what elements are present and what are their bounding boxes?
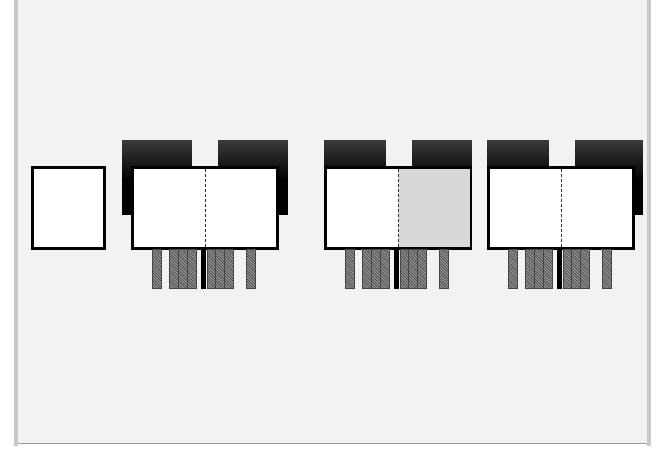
tooth [417, 249, 427, 289]
split-panel-2 [324, 166, 472, 250]
tooth-divider [557, 249, 562, 289]
split-panel-3-right [561, 169, 633, 247]
split-panel-1-left [134, 169, 205, 247]
tooth [345, 249, 355, 289]
canvas-left-edge [14, 0, 18, 446]
tooth [508, 249, 518, 289]
tooth [602, 249, 612, 289]
single-panel [31, 166, 106, 250]
tooth-divider [394, 249, 399, 289]
tooth [543, 249, 553, 289]
canvas-right-edge [647, 0, 651, 446]
split-panel-3 [487, 166, 635, 250]
tooth [152, 249, 162, 289]
split-panel-2-right-shaded [398, 169, 470, 247]
split-panel-1-right [205, 169, 277, 247]
teeth-group-1 [152, 249, 260, 289]
tooth [246, 249, 256, 289]
teeth-group-2 [345, 249, 453, 289]
teeth-group-3 [508, 249, 616, 289]
tooth [380, 249, 390, 289]
tooth [439, 249, 449, 289]
tooth [580, 249, 590, 289]
split-panel-2-left [327, 169, 398, 247]
tooth [187, 249, 197, 289]
tooth-divider [201, 249, 206, 289]
split-panel-1 [131, 166, 279, 250]
tooth [224, 249, 234, 289]
split-panel-3-left [490, 169, 561, 247]
